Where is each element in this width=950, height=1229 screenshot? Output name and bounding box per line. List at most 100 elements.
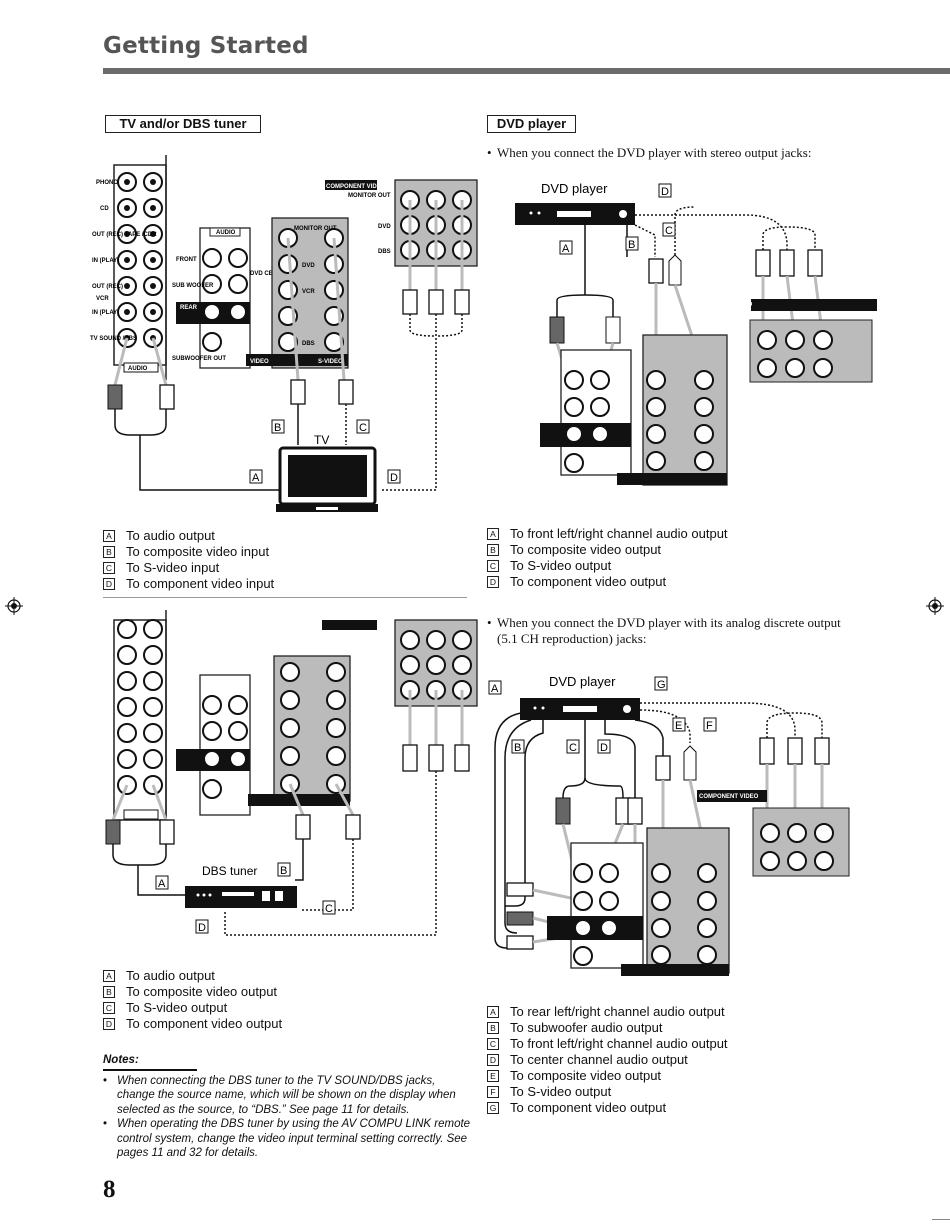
legend-key: E: [487, 1070, 499, 1082]
legend-text: To front left/right channel audio output: [510, 526, 728, 541]
label-component-video: COMPONENT VIDEO: [693, 302, 753, 308]
center-audio-block: [176, 227, 251, 369]
label-audio-block: AUDIO: [216, 230, 236, 236]
dbs-tuner-icon: [185, 886, 297, 908]
legend-text: To composite video output: [510, 1068, 662, 1083]
diagram-dvd-stereo: DVD player COMPONENT VIDEO D A B C: [515, 181, 877, 486]
dvd-player-label: DVD player: [541, 181, 608, 196]
legend-key: C: [487, 1038, 499, 1050]
legend-text: To S-video output: [126, 1000, 228, 1015]
legend-text: To center channel audio output: [510, 1052, 688, 1067]
label-component-video: COMPONENT VIDEO: [699, 794, 759, 800]
legend-text: To component video output: [510, 1100, 667, 1115]
legend-key: A: [487, 1006, 499, 1018]
label-component-video: COMPONENT VIDEO: [326, 184, 386, 190]
dvd-intro-discrete: •When you connect the DVD player with it…: [487, 615, 857, 647]
note-item: •When operating the DBS tuner by using t…: [103, 1117, 473, 1160]
section-divider: [103, 597, 467, 598]
legend-key: A: [103, 970, 115, 982]
legend-key: A: [487, 528, 499, 540]
audio-input-panel: [113, 155, 167, 380]
diagram-dvd-discrete: DVD player COMPONENT VIDEO A B C D E F G: [488, 674, 850, 976]
legend-dvd-stereo: A To front left/right channel audio outpu…: [487, 526, 728, 590]
dvd-player-icon: [520, 698, 640, 720]
label-vcr-in: IN (PLAY): [92, 310, 119, 316]
label-phono: PHONO: [96, 180, 118, 186]
marker-f: F: [706, 720, 713, 732]
legend-tv: A To audio output B To composite video inp…: [103, 528, 274, 592]
legend-dvd-discrete: A To rear left/right channel audio output…: [487, 1004, 728, 1116]
note-text: When operating the DBS tuner by using th…: [117, 1118, 471, 1160]
section-label-tv-dbs: TV and/or DBS tuner: [105, 115, 261, 133]
diagram-tv-connection: PHONO CD OUT (REC) TAPE /CDR IN (PLAY) O…: [90, 155, 478, 512]
legend-text: To component video output: [510, 574, 667, 589]
marker-e: E: [675, 720, 682, 732]
legend-text: To component video input: [126, 576, 275, 591]
legend-text: To S-video output: [510, 558, 612, 573]
diagram-dbs-connection: DBS tuner A B C D: [105, 610, 478, 936]
marker-c: C: [569, 742, 577, 754]
label-audio: AUDIO: [128, 366, 148, 372]
page-number: 8: [103, 1176, 116, 1203]
legend-text: To rear left/right channel audio output: [510, 1004, 725, 1019]
marker-c: C: [325, 903, 333, 915]
marker-c: C: [359, 422, 367, 434]
legend-key: A: [103, 530, 115, 542]
tv-label: TV: [314, 433, 329, 447]
marker-b: B: [628, 239, 635, 251]
registration-mark-icon: [5, 597, 23, 615]
marker-b: B: [280, 865, 287, 877]
dvd-intro-stereo: •When you connect the DVD player with st…: [487, 145, 812, 160]
legend-text: To component video output: [126, 1016, 283, 1031]
marker-d: D: [198, 922, 206, 934]
section-label-dvd: DVD player: [487, 115, 576, 133]
legend-key: B: [103, 986, 115, 998]
label-vcr-video: VCR: [302, 289, 315, 295]
label-tape-in: IN (PLAY): [92, 258, 119, 264]
label-front: FRONT: [176, 257, 197, 263]
label-monitor-out: MONITOR OUT: [294, 226, 337, 232]
legend-text: To S-video output: [510, 1084, 612, 1099]
label-dvd: DVD: [302, 263, 315, 269]
legend-text: To audio output: [126, 528, 215, 543]
legend-key: D: [103, 1018, 115, 1030]
legend-text: To composite video output: [126, 984, 278, 999]
label-dvd-center: DVD CENTER: [250, 271, 290, 277]
label-video: VIDEO: [250, 359, 269, 365]
legend-text: To subwoofer audio output: [510, 1020, 663, 1035]
marker-a: A: [562, 243, 570, 255]
legend-key: D: [487, 1054, 499, 1066]
note-text: When connecting the DBS tuner to the TV …: [117, 1075, 456, 1116]
legend-key: C: [103, 562, 115, 574]
page-title: Getting Started: [103, 33, 309, 59]
label-vcr-out: OUT (REC): [92, 284, 123, 290]
legend-key: B: [487, 544, 499, 556]
legend-text: To S-video input: [126, 560, 220, 575]
label-vcr: VCR: [96, 296, 109, 302]
legend-key: F: [487, 1086, 499, 1098]
legend-key: D: [487, 576, 499, 588]
legend-key: C: [487, 560, 499, 572]
tv-icon: [276, 446, 378, 512]
marker-a: A: [252, 472, 260, 484]
notes-list: •When connecting the DBS tuner to the TV…: [103, 1074, 473, 1160]
dvd-player-icon: [515, 203, 635, 225]
legend-text: To composite video input: [126, 544, 270, 559]
dbs-tuner-label: DBS tuner: [202, 864, 257, 878]
label-dbs: DBS: [302, 341, 315, 347]
label-tape-out: OUT (REC) TAPE /CDR: [92, 232, 157, 238]
registration-mark-icon: [926, 597, 944, 615]
legend-key: D: [103, 578, 115, 590]
label-component-dbs: DBS: [378, 249, 391, 255]
marker-d: D: [600, 742, 608, 754]
label-subwoofer-out: SUBWOOFER OUT: [172, 356, 226, 362]
marker-a: A: [158, 878, 166, 890]
marker-d: D: [661, 186, 669, 198]
marker-c: C: [665, 225, 673, 237]
label-rear: REAR: [180, 305, 198, 311]
legend-key: C: [103, 1002, 115, 1014]
note-item: •When connecting the DBS tuner to the TV…: [103, 1074, 473, 1117]
legend-key: B: [103, 546, 115, 558]
notes-heading: Notes:: [103, 1054, 139, 1066]
